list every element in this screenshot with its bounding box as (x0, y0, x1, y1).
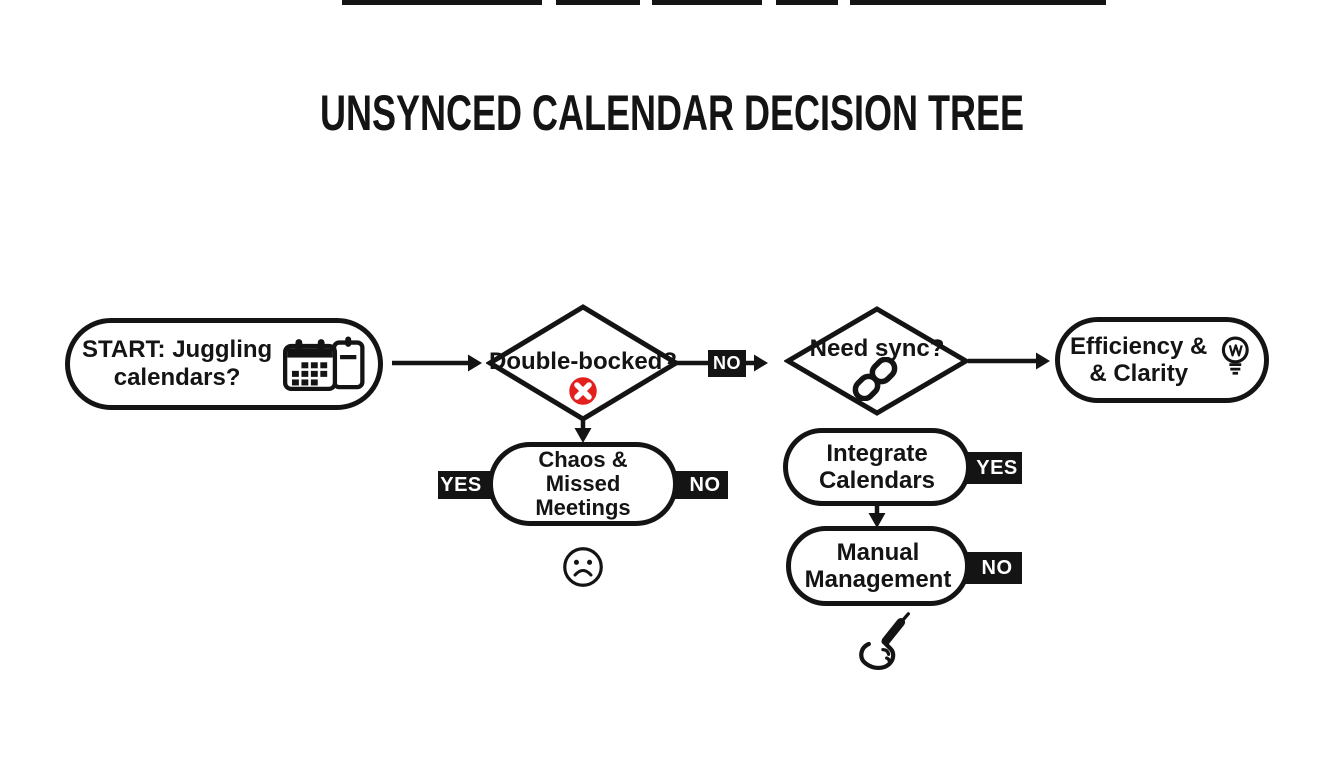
node-manual-text: Manual Management (805, 539, 952, 593)
node-integrate-line1: Integrate (826, 440, 928, 467)
node-efficiency: Efficiency & & Clarity (1055, 317, 1269, 403)
calendar-icon (283, 336, 365, 392)
lightbulb-icon (1222, 336, 1250, 375)
node-integrate-line2: Calendars (818, 467, 936, 494)
node-efficiency-line1: Efficiency & (1070, 333, 1208, 360)
decision-double-booked-label: Double-bocked? (488, 348, 677, 375)
node-start-text: START: Juggling calendars? (82, 336, 272, 392)
strip-segment (342, 0, 542, 5)
edge-label-no-manual: NO (960, 552, 1022, 584)
arrow-start-to-doublebooked (392, 354, 482, 372)
node-efficiency-line2: & Clarity (1089, 360, 1189, 387)
node-integrate-text: Integrate Calendars (819, 440, 935, 494)
node-start-line2: calendars? (113, 364, 241, 391)
node-start: START: Juggling calendars? (65, 318, 383, 410)
node-chaos-line2: Missed (545, 471, 621, 496)
node-chaos-line1: Chaos & (538, 447, 628, 472)
diamond-shape (486, 304, 680, 422)
edge-label-yes-integrate: YES (960, 452, 1022, 484)
node-chaos-line3: Meetings (535, 495, 631, 520)
error-x-icon (566, 374, 600, 408)
node-chaos: Chaos & Missed Meetings (488, 442, 678, 526)
strip-segment (850, 0, 1106, 5)
node-chaos-text: Chaos & Missed Meetings (535, 448, 630, 520)
strip-segment (652, 0, 762, 5)
page-title: UNSYNCED CALENDAR DECISION TREE (319, 85, 1025, 141)
decision-need-sync-label: Need sync? (809, 335, 945, 362)
sad-face-icon (563, 547, 603, 587)
node-manual-line1: Manual (836, 539, 920, 566)
node-efficiency-text: Efficiency & & Clarity (1070, 333, 1207, 387)
node-start-line1: START: Juggling (82, 336, 273, 363)
edge-label-no-mid: NO (708, 350, 746, 377)
strip-segment (776, 0, 838, 5)
decision-double-booked: Double-bocked? (486, 303, 680, 423)
node-manual-line2: Management (804, 566, 952, 593)
decision-need-sync: Need sync? (784, 305, 970, 417)
edge-label-yes-chaos: YES (438, 471, 492, 499)
edge-label-no-chaos: NO (672, 471, 728, 499)
strip-segment (556, 0, 640, 5)
chain-link-icon (852, 357, 898, 401)
node-manual: Manual Management (786, 526, 970, 606)
node-integrate: Integrate Calendars (783, 428, 971, 506)
arrow-needsync-to-efficiency (968, 352, 1050, 370)
writing-hand-icon (859, 612, 910, 671)
